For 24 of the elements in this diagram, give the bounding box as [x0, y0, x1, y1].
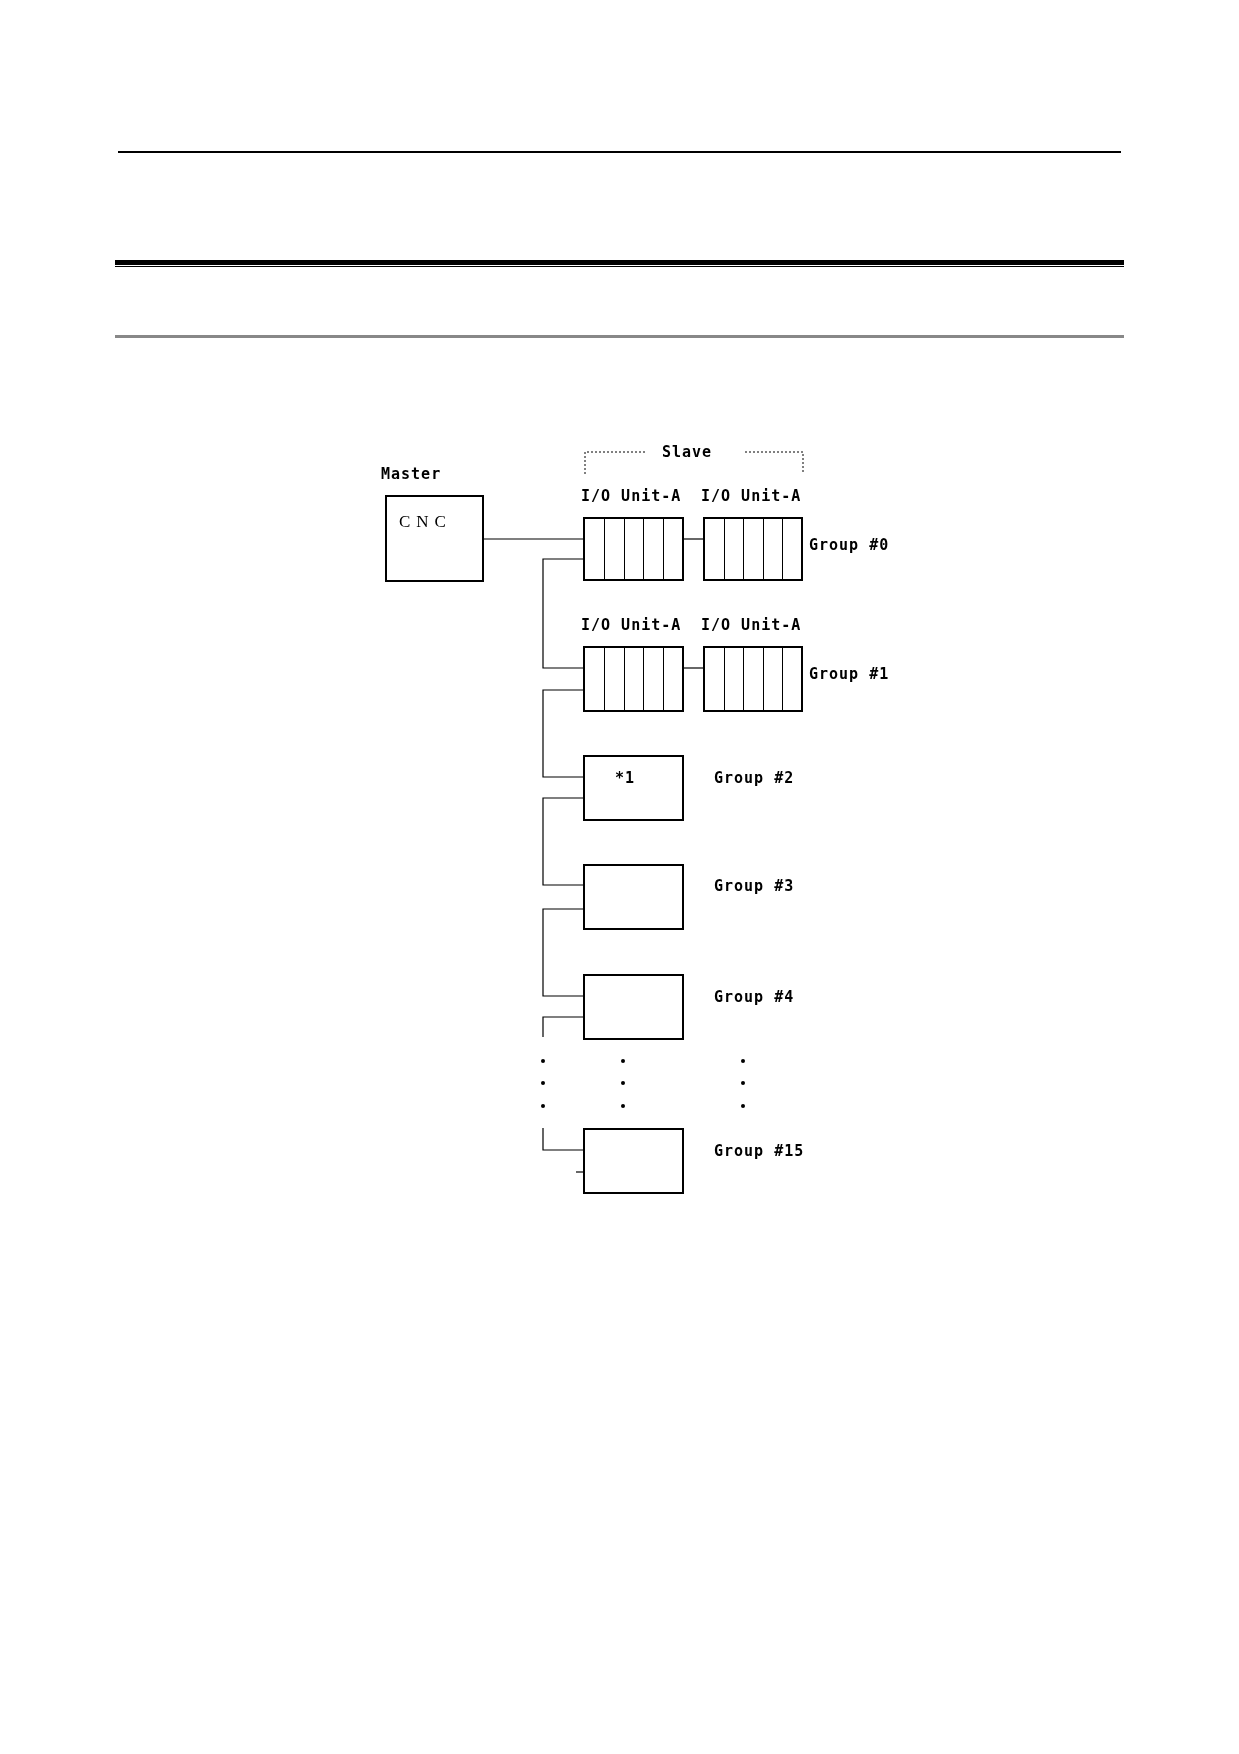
group-heading: Slave — [662, 442, 713, 463]
device-label: *1 — [615, 768, 636, 789]
connector-line — [542, 908, 584, 997]
connector-line — [542, 1016, 584, 1038]
group-label: Group #4 — [714, 987, 795, 1008]
connector-line — [683, 667, 704, 669]
group-label: Group #1 — [809, 664, 890, 685]
unit-title: I/O Unit-A — [581, 615, 682, 636]
group-label: Group #2 — [714, 768, 795, 789]
unit-title: Master — [381, 464, 442, 485]
unit-title: I/O Unit-A — [581, 486, 682, 507]
unit-title: I/O Unit-A — [701, 615, 802, 636]
connector-line — [575, 1171, 584, 1173]
connector-line — [542, 797, 584, 886]
connector-line — [542, 558, 584, 669]
connector-line — [483, 538, 584, 540]
connector-line — [542, 689, 584, 778]
group-label: Group #3 — [714, 876, 795, 897]
connector-line — [683, 538, 704, 540]
group-label: Group #15 — [714, 1141, 805, 1162]
group-label: Group #0 — [809, 535, 890, 556]
device-label: CNC — [399, 511, 452, 533]
connector-line — [542, 1127, 584, 1151]
unit-title: I/O Unit-A — [701, 486, 802, 507]
